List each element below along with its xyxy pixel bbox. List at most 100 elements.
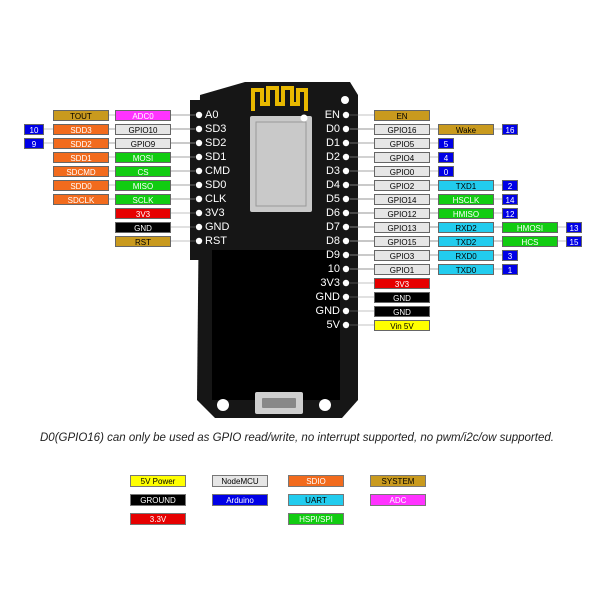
pin-label-left-1-1: SDD3 <box>53 123 109 135</box>
pin-label-right-8-3: 13 <box>566 221 582 233</box>
pin-label-right-13-0: GND <box>374 291 430 303</box>
pin-name-right-7: D6 <box>325 207 340 219</box>
pin-label-right-11-2: 1 <box>502 263 518 275</box>
pin-hole-left-3 <box>195 153 203 161</box>
pin-name-left-5: SD0 <box>205 179 227 191</box>
pin-name-left-9: RST <box>205 235 227 247</box>
pin-label-left-8-0: GND <box>115 221 171 233</box>
pin-name-left-1: SD3 <box>205 123 227 135</box>
pin-label-right-8-2: HMOSI <box>502 221 558 233</box>
pin-label-right-9-3: 15 <box>566 235 582 247</box>
pin-label-right-11-1: TXD0 <box>438 263 494 275</box>
legend-sdio: SDIO <box>288 475 344 487</box>
pin-label-right-14-0: GND <box>374 305 430 317</box>
pin-label-right-10-1: RXD0 <box>438 249 494 261</box>
pin-label-right-10-0: GPIO3 <box>374 249 430 261</box>
pin-name-right-2: D1 <box>325 137 340 149</box>
pin-hole-right-15 <box>342 321 350 329</box>
board-left-edge <box>190 100 210 260</box>
pin-name-left-2: SD2 <box>205 137 227 149</box>
pin-label-left-9-0: RST <box>115 235 171 247</box>
pin-name-left-6: CLK <box>205 193 227 205</box>
pin-hole-left-8 <box>195 223 203 231</box>
legend-uart: UART <box>288 494 344 506</box>
pin-hole-right-7 <box>342 209 350 217</box>
pin-label-right-1-2: 16 <box>502 123 518 135</box>
pin-label-left-6-0: SDCLK <box>53 193 109 205</box>
pin-hole-right-0 <box>342 111 350 119</box>
pin-name-right-10: D9 <box>325 249 340 261</box>
pin-hole-left-5 <box>195 181 203 189</box>
pin-label-left-0-1: ADC0 <box>115 109 171 121</box>
pin-hole-right-14 <box>342 307 350 315</box>
legend-ground: GROUND <box>130 494 186 506</box>
pin-label-right-7-1: HMISO <box>438 207 494 219</box>
module-shield <box>250 116 312 212</box>
pin-name-right-13: GND <box>315 291 340 303</box>
oled-screen <box>212 250 340 400</box>
pin-label-right-11-0: GPIO1 <box>374 263 430 275</box>
pin-name-right-9: D8 <box>325 235 340 247</box>
pin-label-right-1-0: GPIO16 <box>374 123 430 135</box>
pin-name-right-5: D4 <box>325 179 340 191</box>
mount-hole-top <box>341 96 349 104</box>
pin-hole-right-13 <box>342 293 350 301</box>
pin-label-left-2-0: 9 <box>24 137 44 149</box>
legend-3v3: 3.3V <box>130 513 186 525</box>
pin-label-left-3-0: SDD1 <box>53 151 109 163</box>
pin-name-right-3: D2 <box>325 151 340 163</box>
pin-hole-left-6 <box>195 195 203 203</box>
pin-label-left-1-2: GPIO10 <box>115 123 171 135</box>
antenna-trace <box>251 86 308 111</box>
pin-hole-right-4 <box>342 167 350 175</box>
legend-5v_power: 5V Power <box>130 475 186 487</box>
pin-label-right-5-1: TXD1 <box>438 179 494 191</box>
pin-label-right-8-1: RXD2 <box>438 221 494 233</box>
pin-name-right-1: D0 <box>325 123 340 135</box>
pin-name-left-8: GND <box>205 221 230 233</box>
pin-name-right-8: D7 <box>325 221 340 233</box>
pin-hole-right-11 <box>342 265 350 273</box>
pin-name-right-6: D5 <box>325 193 340 205</box>
pin-name-left-0: A0 <box>205 109 219 121</box>
pin-hole-left-0 <box>195 111 203 119</box>
pin-label-right-1-1: Wake <box>438 123 494 135</box>
pin-label-left-1-0: 10 <box>24 123 44 135</box>
legend-adc: ADC <box>370 494 426 506</box>
legend-system: SYSTEM <box>370 475 426 487</box>
pin-label-right-2-0: GPIO5 <box>374 137 430 149</box>
pin-label-right-10-2: 3 <box>502 249 518 261</box>
pin-hole-left-2 <box>195 139 203 147</box>
pin-label-right-15-0: Vin 5V <box>374 319 430 331</box>
usb-port-inner <box>262 398 296 408</box>
pin-label-right-9-1: TXD2 <box>438 235 494 247</box>
pin-hole-right-2 <box>342 139 350 147</box>
pin-hole-right-1 <box>342 125 350 133</box>
pin-label-right-12-0: 3V3 <box>374 277 430 289</box>
pin-name-right-12: 3V3 <box>320 277 340 289</box>
pin-hole-left-4 <box>195 167 203 175</box>
pin-label-left-4-0: SDCMD <box>53 165 109 177</box>
pin-name-right-0: EN <box>324 109 340 121</box>
pin-label-right-5-2: 2 <box>502 179 518 191</box>
legend-hspi_spi: HSPI/SPI <box>288 513 344 525</box>
pin-label-left-6-1: SCLK <box>115 193 171 205</box>
pin-label-right-6-0: GPIO14 <box>374 193 430 205</box>
pin-label-left-2-1: SDD2 <box>53 137 109 149</box>
pin-name-left-3: SD1 <box>205 151 227 163</box>
pin-label-right-9-2: HCS <box>502 235 558 247</box>
pin-label-right-5-0: GPIO2 <box>374 179 430 191</box>
pin-label-left-5-1: MISO <box>115 179 171 191</box>
pin-hole-right-5 <box>342 181 350 189</box>
pin-label-right-4-0: GPIO0 <box>374 165 430 177</box>
pin-label-left-5-0: SDD0 <box>53 179 109 191</box>
pin-label-left-2-2: GPIO9 <box>115 137 171 149</box>
pin-label-right-6-1: HSCLK <box>438 193 494 205</box>
pin-label-right-9-0: GPIO15 <box>374 235 430 247</box>
pin-label-right-6-2: 14 <box>502 193 518 205</box>
pin-label-left-3-1: MOSI <box>115 151 171 163</box>
pin-name-left-7: 3V3 <box>205 207 225 219</box>
pin-label-right-3-0: GPIO4 <box>374 151 430 163</box>
pin-label-right-0-0: EN <box>374 109 430 121</box>
